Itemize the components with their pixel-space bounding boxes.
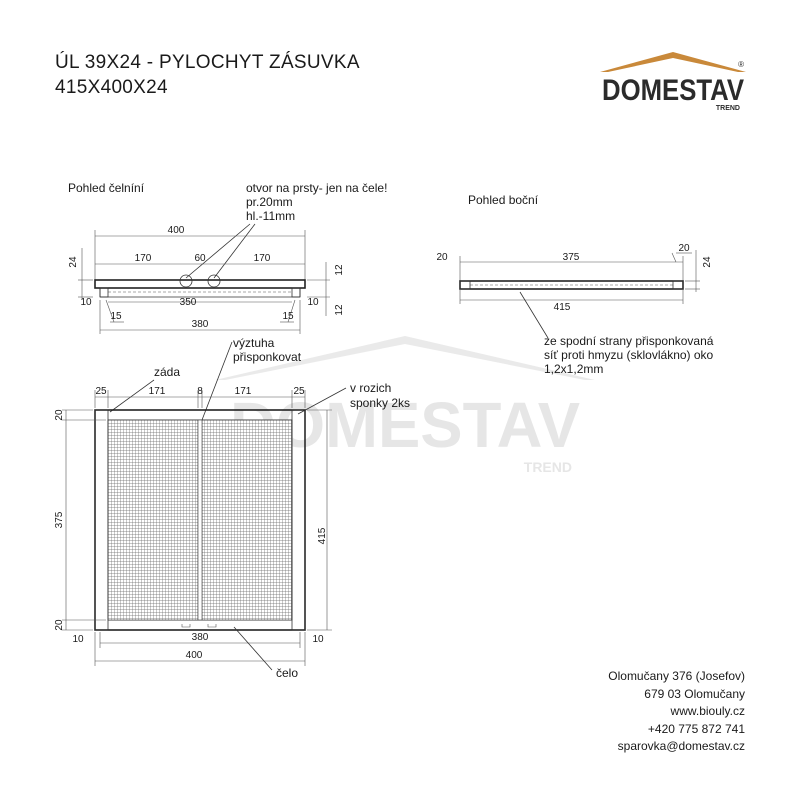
logo-roof-icon bbox=[600, 52, 746, 72]
clips-label-2: sponky 2ks bbox=[350, 396, 410, 410]
front-dim-mid: 60 bbox=[194, 253, 206, 264]
logo-sub: TREND bbox=[716, 105, 740, 112]
side-dim-top: 375 bbox=[563, 252, 580, 263]
side-view: Pohled boční 375 20 20 24 415 ze spodní … bbox=[436, 193, 713, 376]
logo-name: DOMESTAV bbox=[602, 74, 744, 107]
plan-dim-top-r: 25 bbox=[293, 386, 305, 397]
front-dim-left-end: 10 bbox=[80, 297, 92, 308]
contact-block: Olomučany 376 (Josefov) 679 03 Olomučany… bbox=[608, 668, 745, 756]
contact-website: www.biouly.cz bbox=[670, 704, 745, 718]
back-label: záda bbox=[154, 365, 180, 379]
front-dim-right-end: 10 bbox=[307, 297, 319, 308]
plan-dim-top-l: 25 bbox=[95, 386, 107, 397]
drawing-title: ÚL 39X24 - PYLOCHYT ZÁSUVKA 415X400X24 bbox=[55, 50, 360, 100]
center-rib bbox=[197, 419, 203, 621]
finger-hole-note-3: hl.-11mm bbox=[246, 209, 295, 223]
front-view-label: Pohled čelníní bbox=[68, 181, 145, 195]
mesh-note-1: ze spodní strany přisponkovaná bbox=[544, 334, 714, 348]
side-dim-left: 20 bbox=[436, 252, 448, 263]
logo-reg: ® bbox=[738, 60, 744, 69]
front-dim-foot-left: 15 bbox=[110, 311, 122, 322]
side-view-label: Pohled boční bbox=[468, 193, 539, 207]
front-dim-inner: 350 bbox=[180, 297, 197, 308]
front-dim-foot-right: 15 bbox=[282, 311, 294, 322]
front-dim-bottom: 380 bbox=[192, 319, 209, 330]
front-dim-right: 170 bbox=[254, 253, 271, 264]
plan-dim-top-b: 171 bbox=[235, 386, 252, 397]
plan-dim-right: 415 bbox=[317, 527, 328, 544]
mesh-left bbox=[107, 419, 199, 621]
front-label: čelo bbox=[276, 666, 298, 680]
title-line-2: 415X400X24 bbox=[55, 77, 168, 98]
plan-dim-end-l: 10 bbox=[72, 634, 84, 645]
plan-dim-left-mid: 375 bbox=[54, 511, 65, 528]
front-dim-left: 170 bbox=[135, 253, 152, 264]
finger-hole-left bbox=[179, 274, 193, 288]
finger-hole-note-2: pr.20mm bbox=[246, 195, 293, 209]
front-dim-right-top: 12 bbox=[334, 264, 345, 276]
plan-dim-top-a: 171 bbox=[149, 386, 166, 397]
domestav-logo: DOMESTAV TREND ® bbox=[600, 52, 746, 112]
front-view: Pohled čelníní otvor na prsty- jen na če… bbox=[68, 181, 387, 334]
plan-dim-overall-w: 400 bbox=[186, 650, 203, 661]
mesh-note-2: síť proti hmyzu (sklovlákno) oko bbox=[544, 348, 714, 362]
plan-dim-inner-w: 380 bbox=[192, 632, 209, 643]
rib-label-2: přisponkovat bbox=[233, 350, 302, 364]
plan-dim-left-bot: 20 bbox=[54, 619, 65, 631]
rib-label-1: výztuha bbox=[233, 336, 275, 350]
finger-hole-note-1: otvor na prsty- jen na čele! bbox=[246, 181, 387, 195]
contact-address: Olomučany 376 (Josefov) bbox=[608, 669, 745, 683]
contact-phone: +420 775 872 741 bbox=[647, 721, 745, 736]
title-line-1: ÚL 39X24 - PYLOCHYT ZÁSUVKA bbox=[55, 52, 360, 73]
plan-view: výztuha přisponkovat záda v rozich sponk… bbox=[54, 336, 410, 680]
side-dim-bottom: 415 bbox=[554, 302, 571, 313]
watermark-sub: TREND bbox=[524, 459, 572, 475]
front-dim-overall: 400 bbox=[168, 225, 185, 236]
clips-label-1: v rozich bbox=[350, 381, 391, 395]
contact-city: 679 03 Olomučany bbox=[644, 686, 745, 701]
front-dim-height: 24 bbox=[68, 256, 79, 268]
plan-dim-top-mid: 8 bbox=[197, 386, 203, 397]
side-dim-right: 20 bbox=[678, 243, 690, 254]
mesh-note-3: 1,2x1,2mm bbox=[544, 362, 603, 376]
plan-dim-left-top: 20 bbox=[54, 409, 65, 421]
contact-email: sparovka@domestav.cz bbox=[617, 739, 745, 753]
front-dim-right-bot: 12 bbox=[334, 304, 345, 316]
finger-hole-right bbox=[207, 274, 221, 288]
side-dim-height: 24 bbox=[702, 256, 713, 268]
plan-dim-end-r: 10 bbox=[312, 634, 324, 645]
mesh-right bbox=[201, 419, 293, 621]
